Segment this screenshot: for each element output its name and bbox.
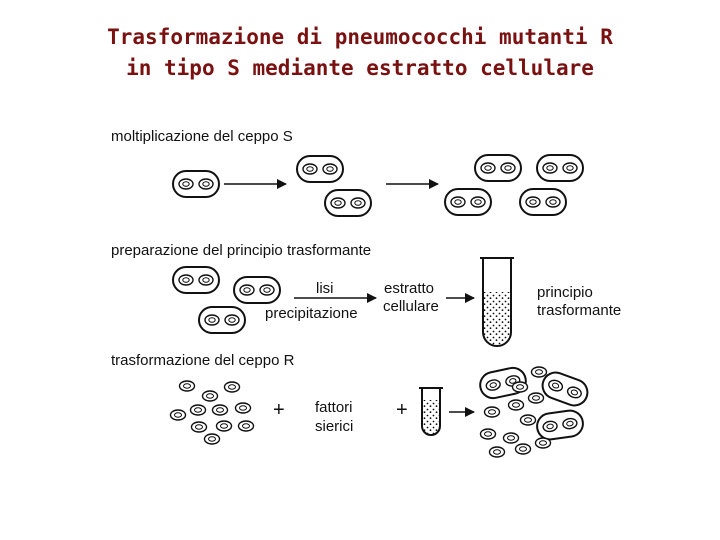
title-line-1: Trasformazione di pneumococchi mutanti R <box>107 25 613 49</box>
r-cell <box>169 409 187 421</box>
r-cell <box>223 381 241 393</box>
r-cell <box>211 404 229 416</box>
principle-label-1: principio <box>537 284 593 301</box>
test-tube-small <box>419 387 443 436</box>
r-cell <box>507 399 525 411</box>
r-cell <box>203 433 221 445</box>
section-s-multiplication: moltiplicazione del ceppo S <box>111 128 584 217</box>
r-cell <box>514 443 532 455</box>
r-cell <box>479 428 497 440</box>
r-cell <box>178 380 196 392</box>
section1-heading: moltiplicazione del ceppo S <box>111 128 293 145</box>
plus-sign: + <box>396 399 408 421</box>
section2-heading: preparazione del principio trasformante <box>111 242 371 259</box>
s-cell <box>536 154 584 182</box>
r-cell <box>488 446 506 458</box>
principle-label-2: trasformante <box>537 302 621 319</box>
r-cell <box>511 381 529 393</box>
r-cell <box>234 402 252 414</box>
r-cell <box>530 366 548 378</box>
extract-label-1: estratto <box>384 280 434 297</box>
s-cell <box>474 154 522 182</box>
transformed-cells-group <box>476 364 593 458</box>
s-cell <box>534 407 586 443</box>
r-cell <box>215 420 233 432</box>
s-cell <box>296 155 344 183</box>
r-cell <box>527 392 545 404</box>
factors-label-2: sierici <box>315 418 353 435</box>
slide-title: Trasformazione di pneumococchi mutanti R… <box>0 22 720 84</box>
r-cells-group <box>169 380 255 445</box>
title-line-2: in tipo S mediante estratto cellulare <box>126 56 594 80</box>
r-cell <box>237 420 255 432</box>
precipitation-label: precipitazione <box>265 305 358 322</box>
r-cell <box>189 404 207 416</box>
s-cell <box>444 188 492 216</box>
extract-label-2: cellulare <box>383 298 439 315</box>
r-cell <box>519 414 537 426</box>
s-cell <box>198 306 246 334</box>
r-cell <box>502 432 520 444</box>
factors-label-1: fattori <box>315 399 353 416</box>
s-cell <box>537 367 593 411</box>
s-cell <box>324 189 372 217</box>
lysis-label: lisi <box>316 280 334 297</box>
section3-heading: trasformazione del ceppo R <box>111 352 295 369</box>
r-cell <box>201 390 219 402</box>
s-cell <box>233 276 281 304</box>
s-cell <box>172 170 220 198</box>
section-transforming-principle: preparazione del principio trasformante … <box>111 242 621 347</box>
plus-sign: + <box>273 399 285 421</box>
s-cell <box>519 188 567 216</box>
r-cell <box>190 421 208 433</box>
s-cell <box>172 266 220 294</box>
section-r-transformation: trasformazione del ceppo R + fattori sie… <box>111 352 593 458</box>
test-tube-large <box>480 257 514 347</box>
r-cell <box>534 437 552 449</box>
r-cell <box>483 406 501 418</box>
